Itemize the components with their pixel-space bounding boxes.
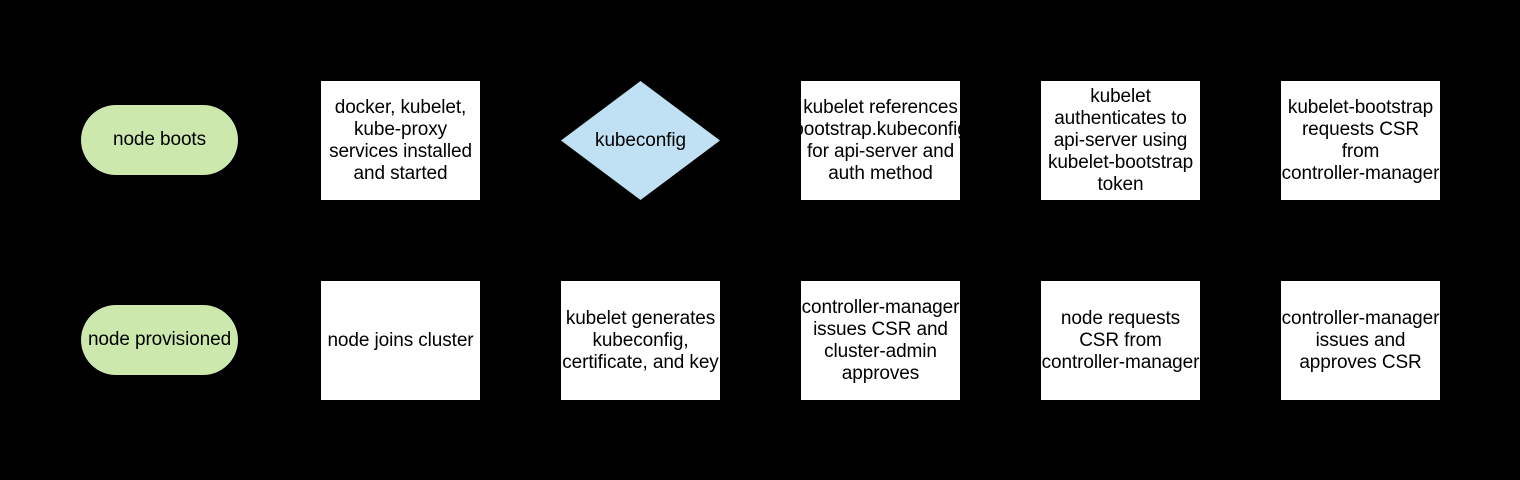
flow-node-cm-issues-approves-csr[interactable]: controller-manager issues and approves C… <box>1281 281 1440 400</box>
flow-node-label: kubelet authenticates to api-server usin… <box>1047 85 1194 195</box>
flow-node-node-provisioned[interactable]: node provisioned <box>81 305 238 375</box>
flow-node-kubelet-references-bootstrap[interactable]: kubelet references bootstrap.kubeconfig … <box>793 81 968 200</box>
flow-node-label: kubeconfig <box>595 129 686 151</box>
flow-node-label: docker, kubelet, kube-proxy services ins… <box>329 96 472 184</box>
flow-node-kubelet-authenticates[interactable]: kubelet authenticates to api-server usin… <box>1041 81 1200 200</box>
flow-node-label: kubelet references bootstrap.kubeconfig … <box>793 96 968 184</box>
flow-node-label: node requests CSR from controller-manage… <box>1041 307 1200 373</box>
flow-node-label: kubelet generates kubeconfig, certificat… <box>562 307 719 373</box>
flow-node-label: controller-manager issues CSR and cluste… <box>801 296 960 384</box>
flow-node-cm-issues-csr-cluster-admin-approves[interactable]: controller-manager issues CSR and cluste… <box>801 281 960 400</box>
flow-node-label: node provisioned <box>87 329 232 350</box>
flow-node-kubeconfig-decision[interactable]: kubeconfig <box>561 81 720 200</box>
flow-node-label: controller-manager issues and approves C… <box>1281 307 1440 373</box>
flow-node-node-boots[interactable]: node boots <box>81 105 238 175</box>
flow-node-node-requests-csr[interactable]: node requests CSR from controller-manage… <box>1041 281 1200 400</box>
flow-node-services-installed[interactable]: docker, kubelet, kube-proxy services ins… <box>321 81 480 200</box>
flow-node-label: node joins cluster <box>327 329 474 351</box>
flow-node-label: kubelet-bootstrap requests CSR from cont… <box>1281 96 1440 184</box>
flow-node-node-joins-cluster[interactable]: node joins cluster <box>321 281 480 400</box>
flow-node-label: node boots <box>112 129 207 150</box>
flow-node-bootstrap-requests-csr[interactable]: kubelet-bootstrap requests CSR from cont… <box>1281 81 1440 200</box>
flow-node-kubelet-generates-kubeconfig[interactable]: kubelet generates kubeconfig, certificat… <box>561 281 720 400</box>
